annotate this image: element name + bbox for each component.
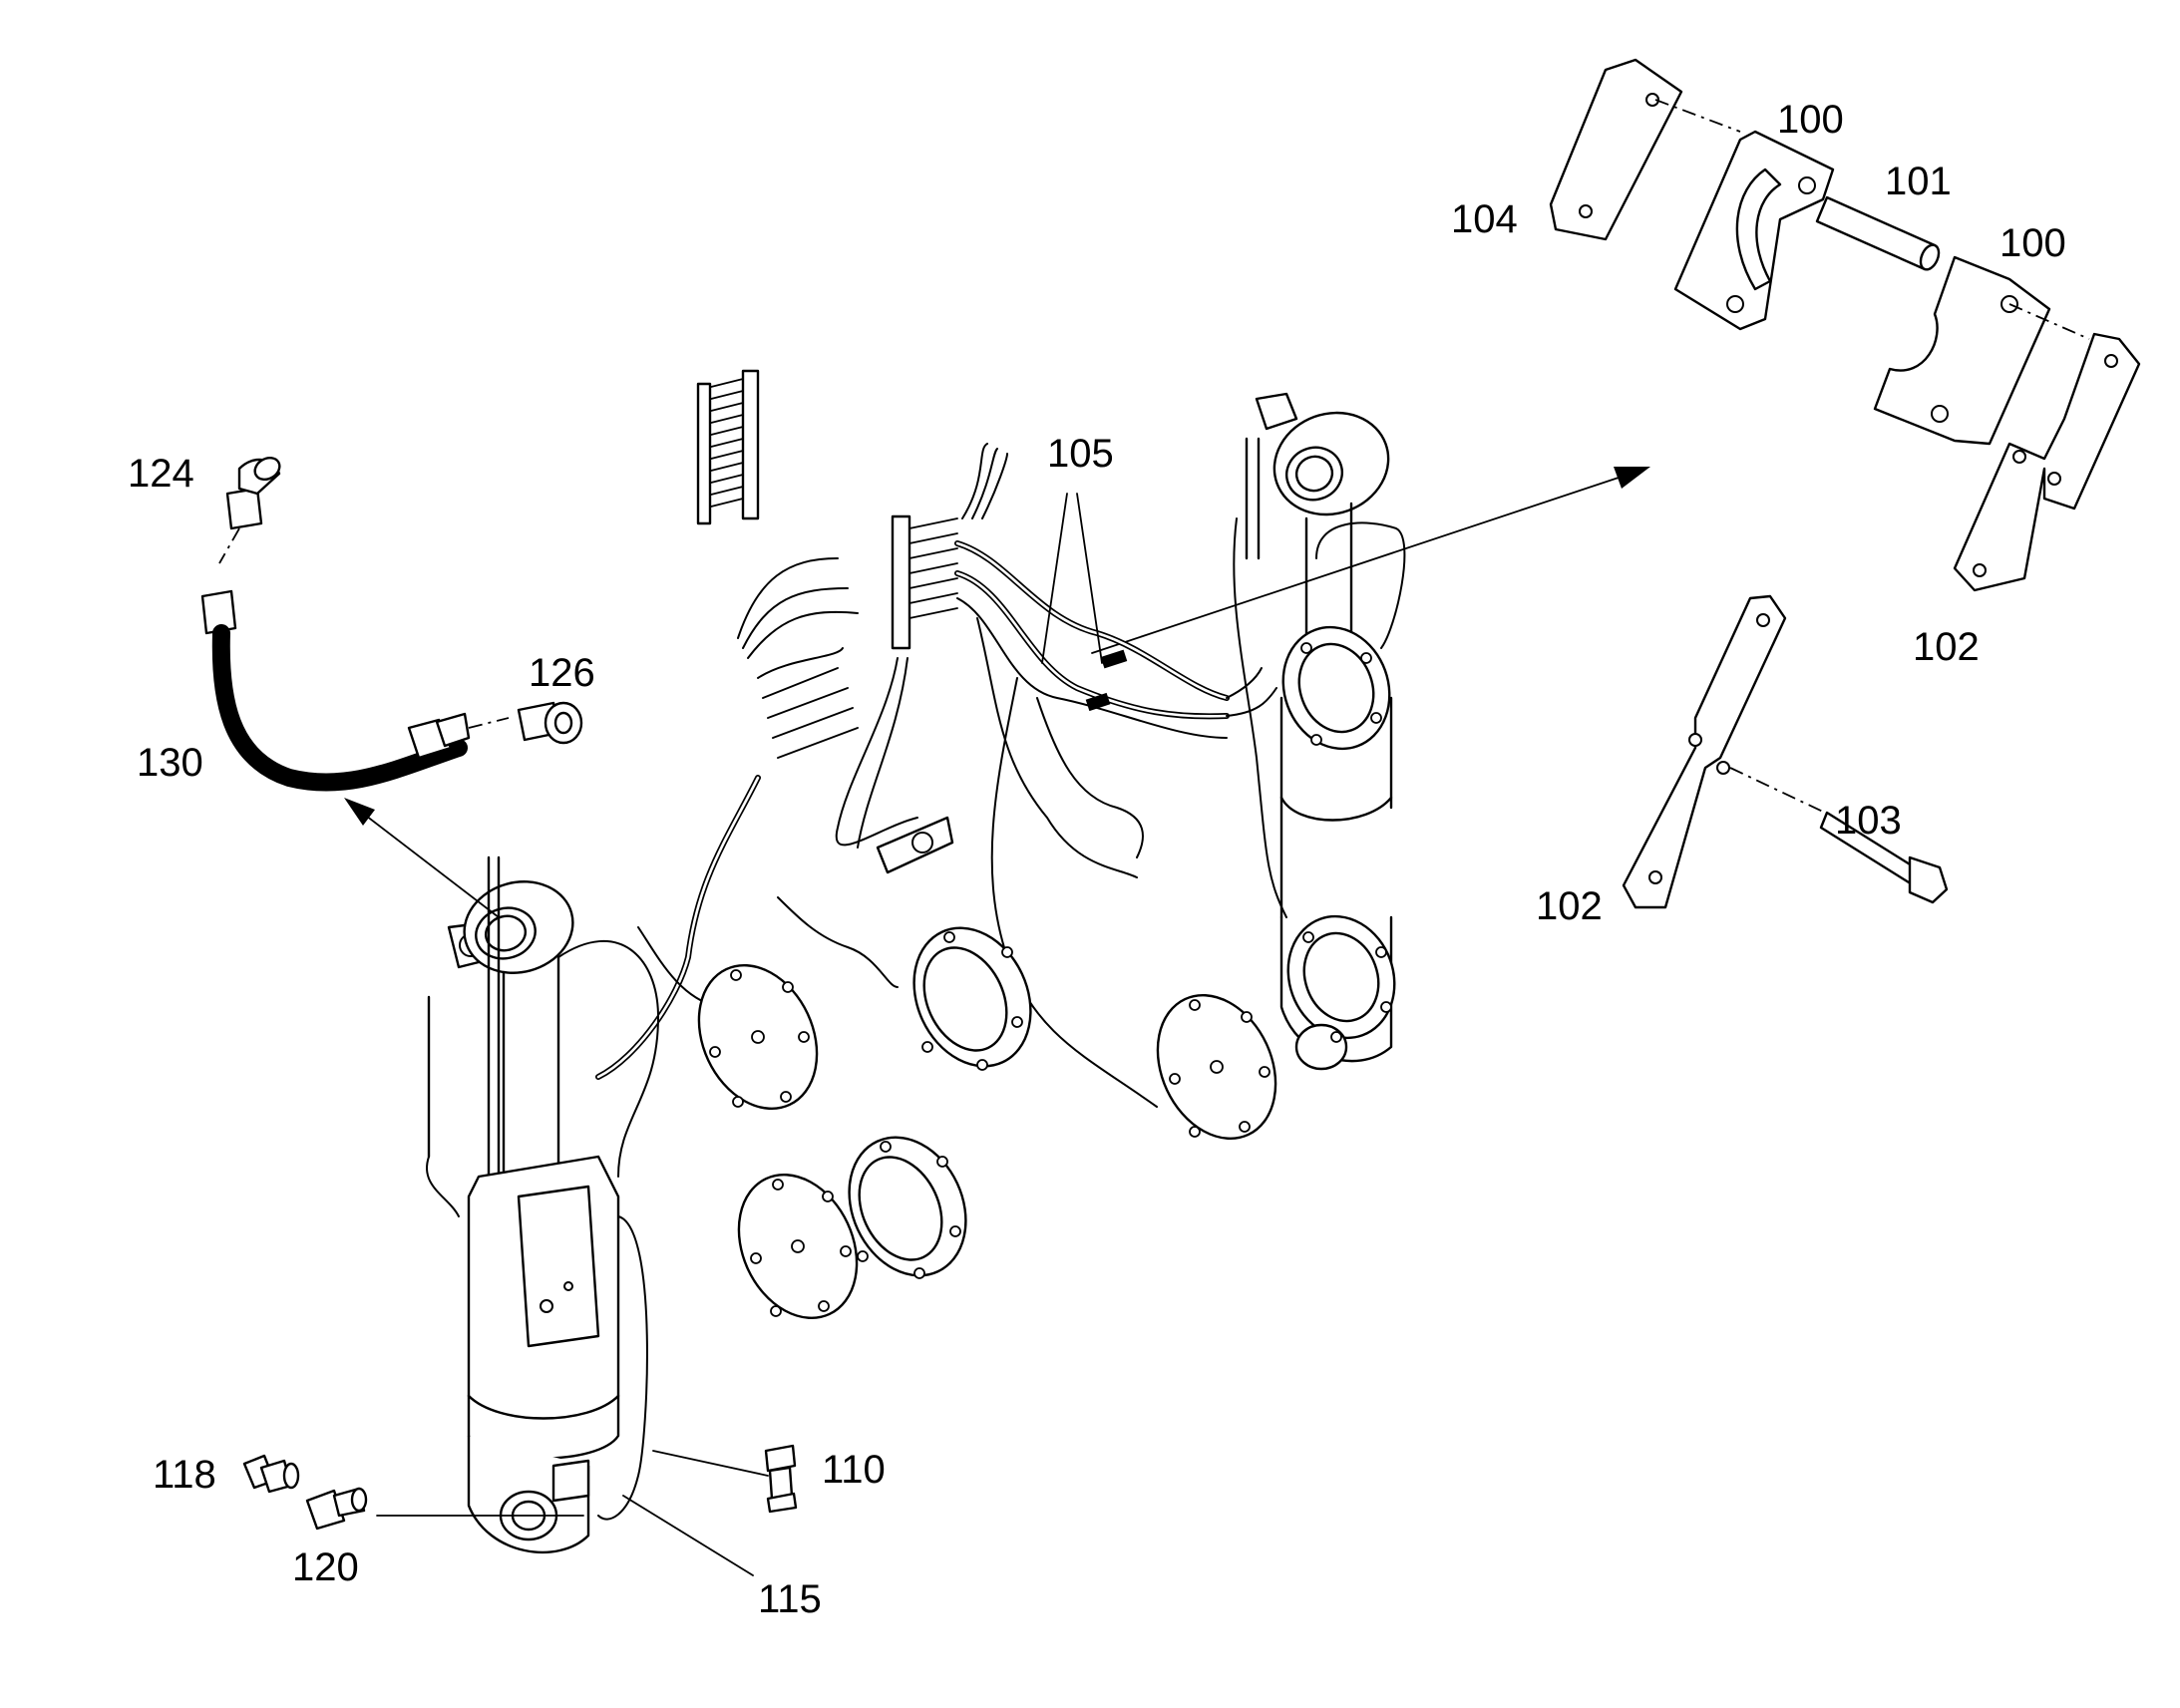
bolt-103 [1819, 811, 1949, 904]
label-110: 110 [822, 1448, 886, 1492]
reference-numerals: 100 101 100 104 102 103 102 105 124 126 … [128, 98, 2066, 1621]
leader-lines [376, 493, 1103, 1576]
flange-ring-1 [912, 926, 1032, 1071]
cover-plate-2 [737, 1173, 859, 1320]
label-100-upper: 100 [1777, 98, 1844, 142]
harness-wires [595, 557, 1158, 1108]
mount-bracket [876, 816, 954, 874]
cover-plate-3 [1156, 993, 1277, 1141]
label-102-upper: 102 [1913, 625, 1980, 669]
cover-plate-1 [697, 963, 819, 1111]
detail-arrow [1091, 467, 1650, 654]
fitting-120 [305, 1487, 368, 1531]
label-104: 104 [1451, 197, 1518, 241]
pin-101 [1815, 195, 1941, 271]
fitting-126 [517, 701, 583, 745]
cylinder-right [1233, 392, 1406, 1071]
label-103: 103 [1835, 799, 1902, 843]
label-100-lower: 100 [1999, 221, 2066, 265]
flange-ring-2 [848, 1136, 967, 1279]
fitting-110 [764, 1444, 798, 1514]
label-118: 118 [153, 1453, 216, 1497]
label-115: 115 [758, 1577, 822, 1621]
label-124: 124 [128, 452, 194, 496]
clamp-half-100-lower [1873, 255, 2051, 446]
bracket-plate-102-upper [1953, 332, 2141, 592]
cylinder-left [426, 855, 660, 1554]
terminal-strip-lower [891, 514, 958, 650]
fitting-118 [242, 1454, 300, 1494]
bracket-plate-104 [1549, 58, 1683, 241]
label-130: 130 [137, 741, 203, 785]
arrow-to-hose [344, 798, 500, 918]
label-126: 126 [529, 651, 595, 695]
label-101: 101 [1885, 160, 1952, 203]
bracket-plate-102-lower [1622, 594, 1787, 909]
cable-bundle [954, 443, 1277, 739]
fitting-124 [225, 456, 281, 530]
label-105: 105 [1047, 432, 1114, 476]
label-120: 120 [292, 1545, 359, 1589]
clamp-half-100-upper [1673, 130, 1835, 331]
hose-130 [200, 589, 471, 792]
terminal-strip-upper [696, 369, 760, 525]
label-102-lower: 102 [1536, 884, 1603, 928]
